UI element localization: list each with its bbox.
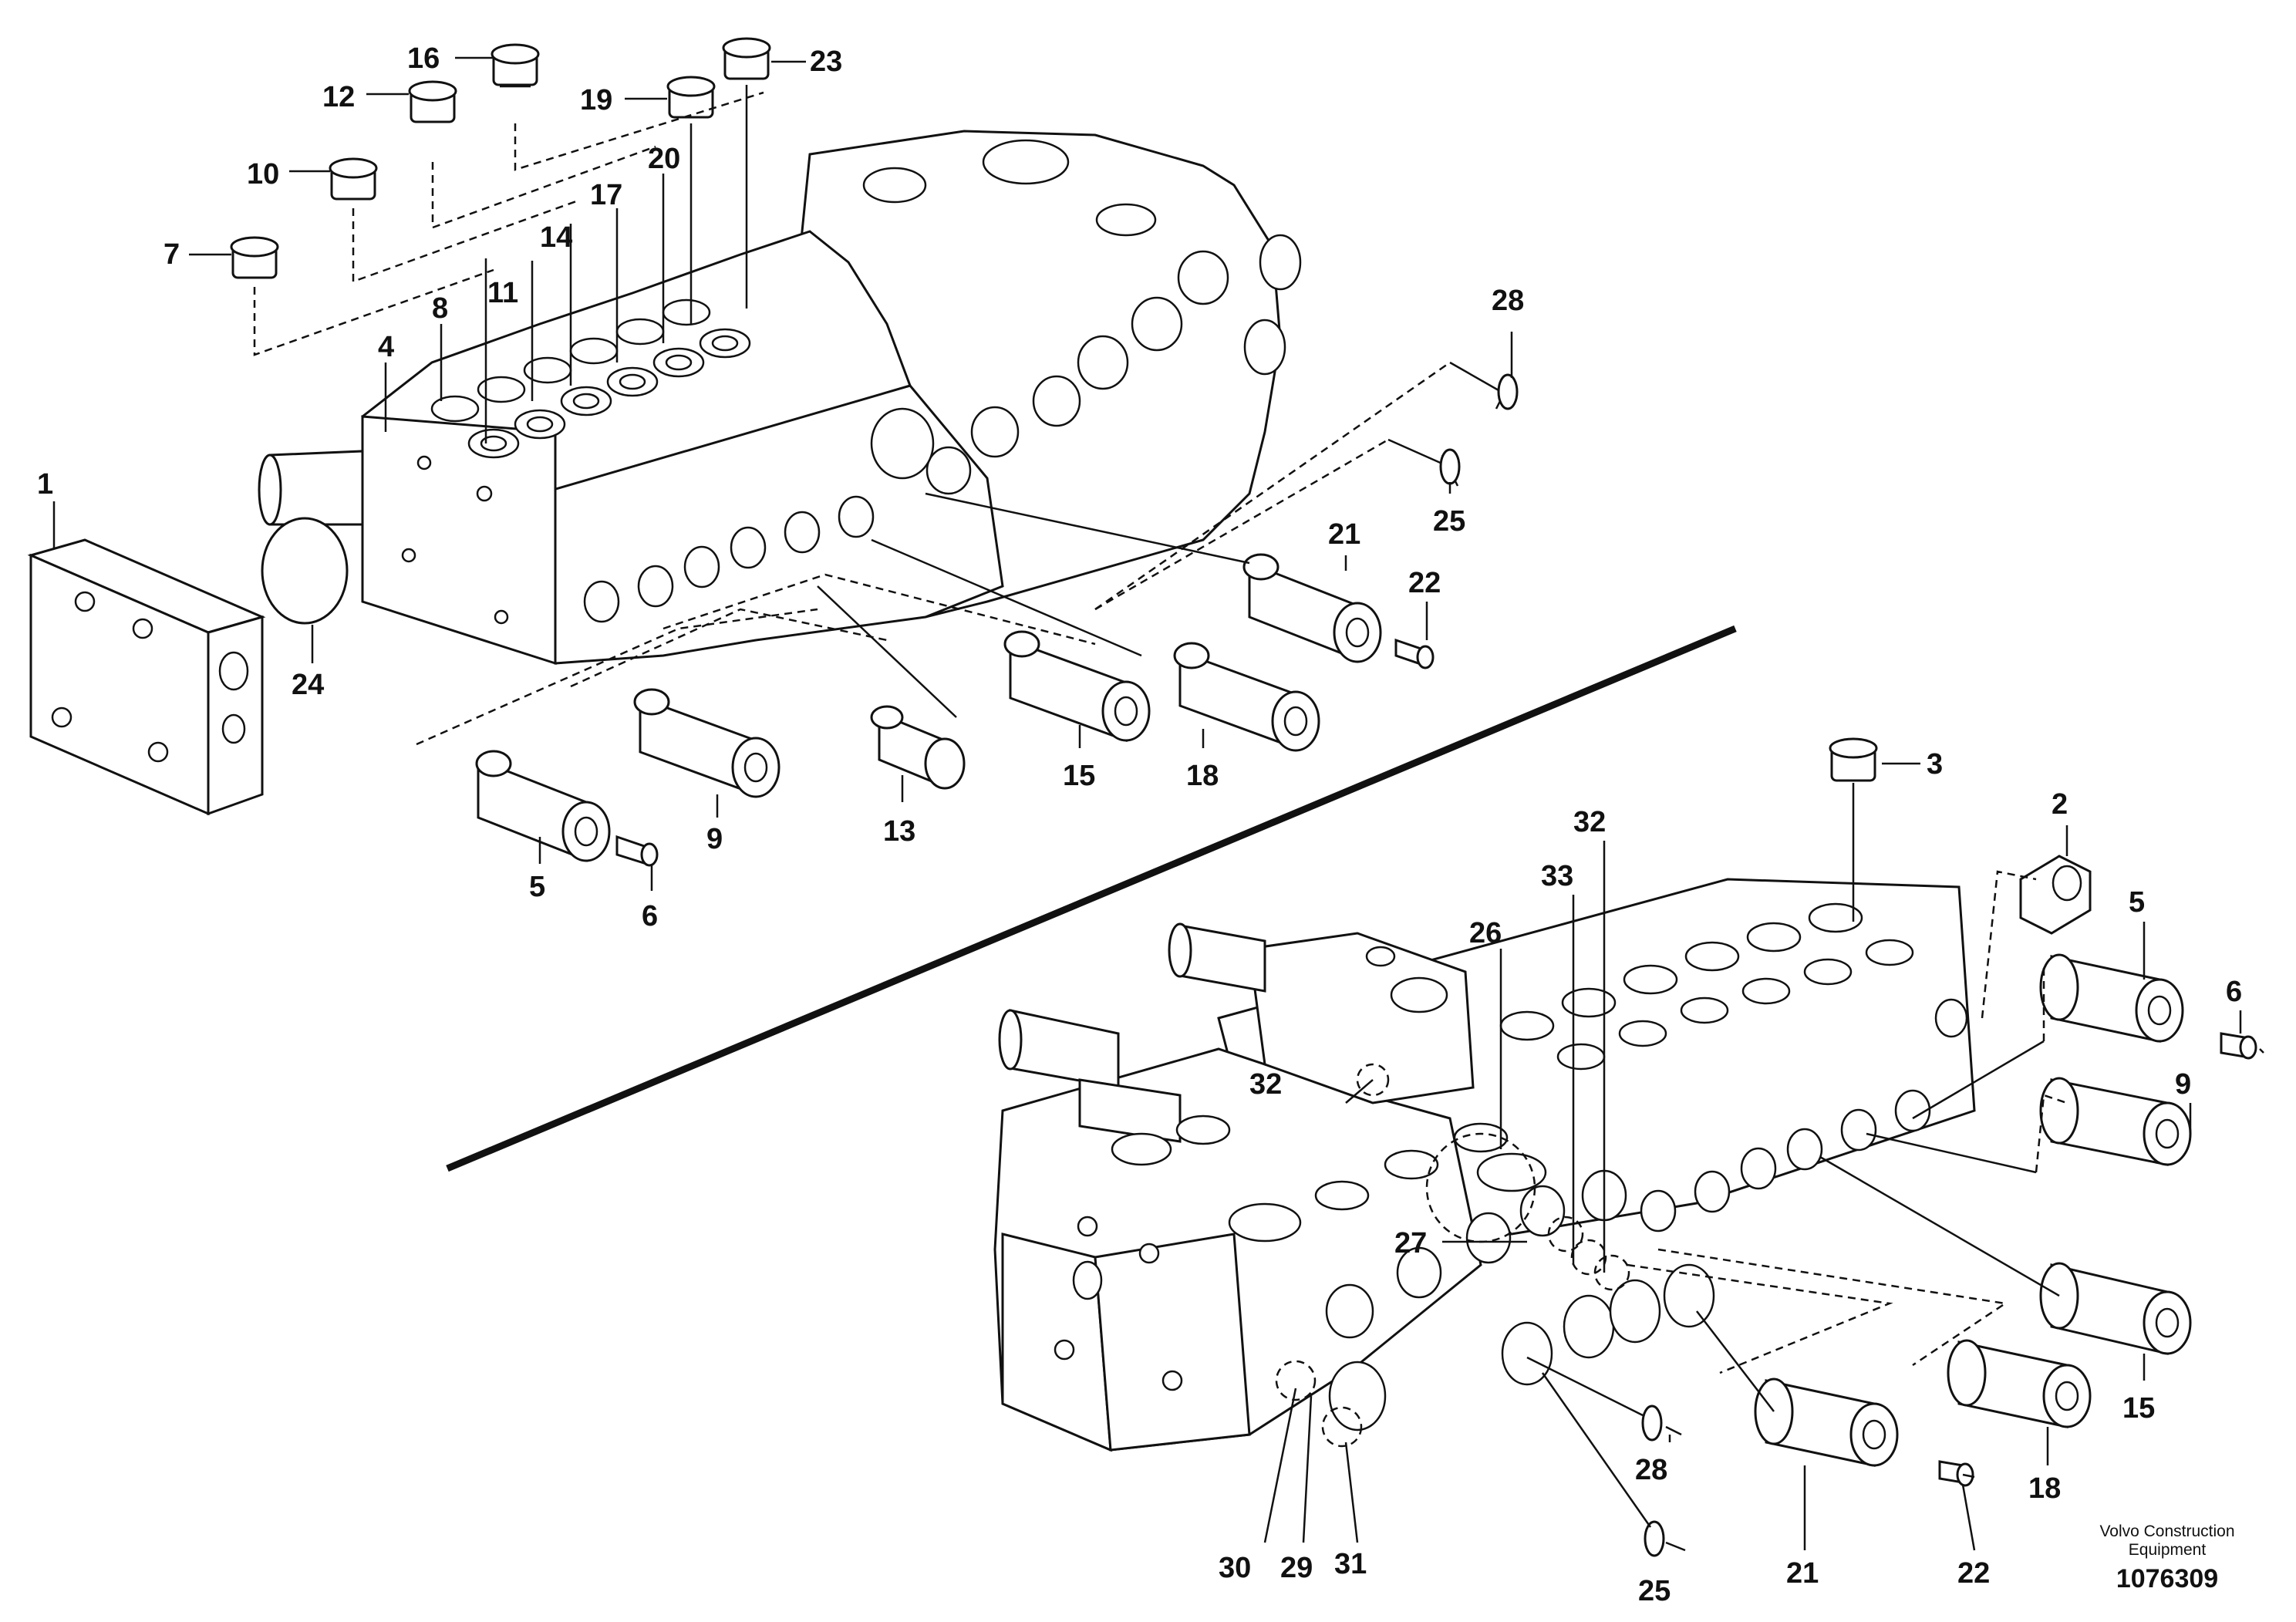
- callout-33: 33: [1541, 860, 1573, 892]
- o-ring-25-upper: [1439, 448, 1461, 485]
- callout-28-lower: 28: [1635, 1454, 1667, 1486]
- plug-10: [329, 157, 378, 201]
- callout-14: 14: [540, 221, 572, 254]
- plug-16: [491, 43, 540, 88]
- brand-line-1: Volvo Construction: [2099, 1523, 2234, 1540]
- lower-solenoid-row: [1325, 1169, 1715, 1431]
- footer-brand: Volvo Construction Equipment 1076309: [2099, 1523, 2234, 1593]
- screw-22-lower: [1938, 1460, 1974, 1487]
- upper-spool-ends: [583, 495, 875, 623]
- lower-spool-ends: [1640, 998, 1968, 1233]
- callout-20: 20: [648, 143, 680, 175]
- cap-18-lower: [1947, 1339, 2092, 1428]
- cover-plate-1: [27, 538, 266, 816]
- cap-15-lower: [2039, 1262, 2192, 1355]
- lower-port-row: [1111, 902, 1914, 1243]
- callout-6-lower: 6: [2226, 976, 2242, 1008]
- o-ring-24: [261, 517, 349, 625]
- callout-25-lower: 25: [1638, 1575, 1671, 1607]
- screw-22-upper: [1394, 638, 1435, 669]
- callout-5-lower: 5: [2129, 886, 2145, 919]
- callout-3: 3: [1927, 748, 1943, 781]
- callout-30: 30: [1219, 1552, 1251, 1584]
- plug-19: [666, 76, 716, 119]
- plug-2: [2019, 855, 2092, 935]
- callout-18-lower: 18: [2028, 1472, 2061, 1505]
- o-ring-28-upper: [1497, 373, 1519, 410]
- callout-7: 7: [164, 238, 180, 271]
- upper-valve-body: [258, 130, 1302, 666]
- plug-12: [408, 80, 457, 123]
- callout-10: 10: [247, 158, 279, 191]
- callout-21-lower: 21: [1786, 1557, 1819, 1590]
- cap-21-lower: [1754, 1378, 1899, 1467]
- callout-4: 4: [378, 331, 394, 363]
- callout-23: 23: [810, 46, 842, 78]
- cap-18-upper: [1173, 642, 1320, 752]
- screw-6-lower: [2220, 1032, 2257, 1060]
- cap-15-upper: [1003, 630, 1151, 743]
- callout-6-upper: 6: [642, 900, 658, 932]
- cap-13: [870, 705, 966, 790]
- callout-27: 27: [1394, 1227, 1427, 1259]
- callout-12: 12: [322, 81, 355, 113]
- cap-9-upper: [633, 688, 781, 798]
- callout-2: 2: [2052, 788, 2068, 821]
- callout-1: 1: [37, 468, 53, 501]
- callout-21-upper: 21: [1328, 518, 1360, 551]
- callout-15-lower: 15: [2122, 1392, 2155, 1425]
- cap-21-upper: [1242, 553, 1382, 663]
- callout-13: 13: [883, 815, 915, 848]
- o-ring-28-lower: [1641, 1404, 1663, 1442]
- callout-labels: 1 4 8 11 14 17 20 16 12 10 7 19 23 24 5 …: [37, 42, 2242, 1607]
- screw-6-upper: [615, 835, 659, 867]
- document-number: 1076309: [2116, 1564, 2218, 1593]
- divider-line: [446, 625, 1737, 1172]
- callout-22-upper: 22: [1408, 567, 1441, 599]
- callout-18-upper: 18: [1186, 760, 1219, 792]
- callout-24: 24: [292, 669, 324, 701]
- upper-port-row: [430, 298, 751, 459]
- callout-26: 26: [1469, 917, 1502, 949]
- callout-11: 11: [487, 277, 518, 309]
- callout-17: 17: [590, 179, 622, 211]
- callout-8: 8: [432, 292, 448, 325]
- callout-9-lower: 9: [2175, 1068, 2191, 1101]
- cap-5-upper: [475, 750, 611, 862]
- callout-25-upper: 25: [1433, 505, 1465, 538]
- callout-31: 31: [1334, 1548, 1367, 1580]
- plug-7: [230, 236, 279, 279]
- plug-23: [722, 37, 771, 80]
- cap-9-lower: [2039, 1077, 2192, 1166]
- callout-9-upper: 9: [706, 823, 723, 855]
- callout-5-upper: 5: [529, 871, 545, 903]
- callout-32-top: 32: [1573, 806, 1606, 838]
- callout-16: 16: [407, 42, 440, 75]
- callout-28-upper: 28: [1492, 285, 1524, 317]
- callout-22-lower: 22: [1957, 1557, 1990, 1590]
- plug-3: [1829, 737, 1878, 782]
- o-ring-25-lower: [1644, 1520, 1665, 1557]
- callout-32-left: 32: [1249, 1068, 1282, 1101]
- cap-5-lower: [2039, 953, 2184, 1043]
- callout-29: 29: [1280, 1552, 1313, 1584]
- callout-19: 19: [580, 84, 612, 116]
- lower-valve-body: [993, 878, 1976, 1452]
- callout-15-upper: 15: [1063, 760, 1095, 792]
- brand-line-2: Equipment: [2129, 1541, 2207, 1559]
